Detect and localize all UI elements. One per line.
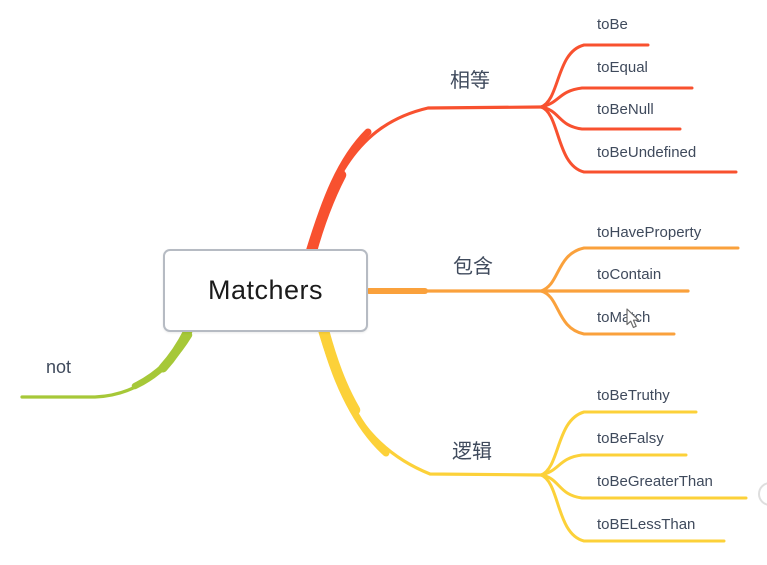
branch-line-tobegreaterthan [539, 473, 748, 500]
branch-contains-lines [366, 246, 740, 336]
branch-not-taper-thick [158, 326, 193, 373]
branch-line-tobetruthy [539, 410, 698, 477]
branch-line-tobe [539, 43, 650, 109]
topic-tobeundefined-label[interactable]: toBeUndefined [597, 144, 697, 161]
branch-line-tohaveproperty [539, 246, 740, 293]
branch-line-tobeundefined [539, 105, 738, 174]
topic-tobetruthy-label[interactable]: toBeTruthy [597, 387, 670, 404]
branch-equality-lines [305, 43, 738, 260]
branch-line-toequal [539, 86, 694, 109]
topic-tobelessthan-label[interactable]: toBELessThan [597, 516, 696, 533]
topic-tomatch-label[interactable]: toMatch [597, 309, 651, 326]
branch-logic-lines [318, 325, 748, 543]
topic-tobenull-label[interactable]: toBeNull [597, 101, 654, 118]
topic-not-label[interactable]: not [46, 357, 72, 377]
branch-not-lines [20, 326, 193, 399]
topic-tobefalsy-label[interactable]: toBeFalsy [597, 430, 664, 447]
topic-tobe-label[interactable]: toBe [597, 16, 628, 33]
topic-equality-label[interactable]: 相等 [450, 70, 490, 92]
root-topic-matchers[interactable]: Matchers [163, 249, 368, 332]
topic-tobegreaterthan-label[interactable]: toBeGreaterThan [597, 473, 713, 490]
topic-logic-label[interactable]: 逻辑 [452, 441, 492, 463]
root-topic-label: Matchers [207, 275, 324, 305]
topic-tocontain-label[interactable]: toContain [597, 266, 662, 283]
topic-tohaveproperty-label[interactable]: toHaveProperty [597, 224, 702, 241]
mouse-cursor-icon [626, 308, 640, 329]
branch-line-tobelessthan [539, 473, 726, 543]
topic-toequal-label[interactable]: toEqual [597, 59, 648, 76]
branch-equality-taper-thick [305, 169, 347, 260]
topic-contains-label[interactable]: 包含 [453, 256, 493, 278]
branch-line-tobefalsy [539, 453, 688, 477]
branch-line-tomatch [539, 289, 676, 336]
branch-logic-taper-thick [318, 325, 361, 416]
